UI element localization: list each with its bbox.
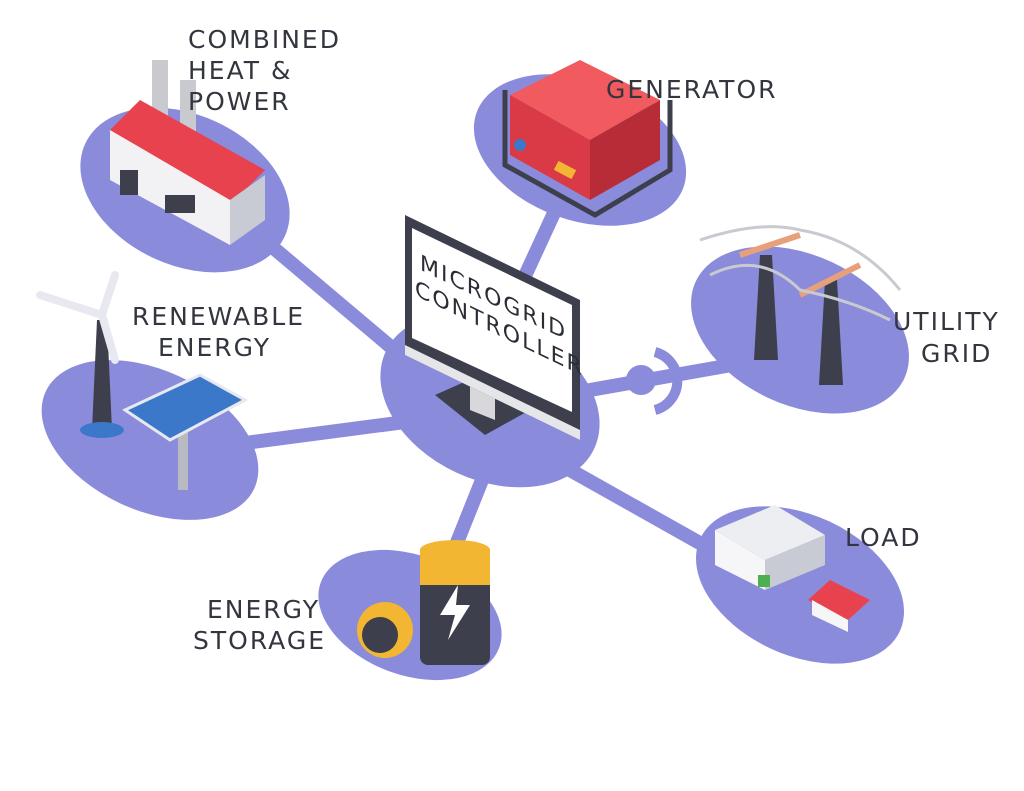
generator-icon bbox=[502, 60, 673, 218]
utility-label-line2: GRID bbox=[921, 339, 992, 368]
utility-label-line1: UTILITY bbox=[893, 307, 1000, 336]
power-line-tower-icon bbox=[699, 225, 902, 385]
utility-platform bbox=[691, 246, 909, 414]
solar-panel-icon bbox=[121, 373, 249, 490]
renewable-label-line1: RENEWABLE bbox=[132, 302, 305, 331]
chp-label-line2: HEAT & bbox=[188, 56, 292, 85]
building-icon bbox=[715, 505, 825, 590]
factory-icon bbox=[110, 60, 265, 245]
connector-renewable bbox=[223, 413, 427, 452]
wind-turbine-icon bbox=[36, 271, 124, 438]
battery-icon bbox=[357, 540, 490, 665]
chp-label-line1: COMBINED bbox=[188, 25, 341, 54]
renewable-label-line2: ENERGY bbox=[158, 333, 271, 362]
monitor-icon: MICROGRID CONTROLLER bbox=[405, 215, 584, 440]
load-label: LOAD bbox=[845, 523, 922, 552]
load-platform bbox=[696, 506, 904, 664]
storage-label-line1: ENERGY bbox=[207, 595, 320, 624]
house-icon bbox=[808, 580, 870, 632]
storage-label-line2: STORAGE bbox=[193, 626, 326, 655]
disconnect-switch-icon bbox=[626, 347, 683, 415]
chp-label-line3: POWER bbox=[188, 87, 291, 116]
generator-label: GENERATOR bbox=[606, 75, 778, 104]
